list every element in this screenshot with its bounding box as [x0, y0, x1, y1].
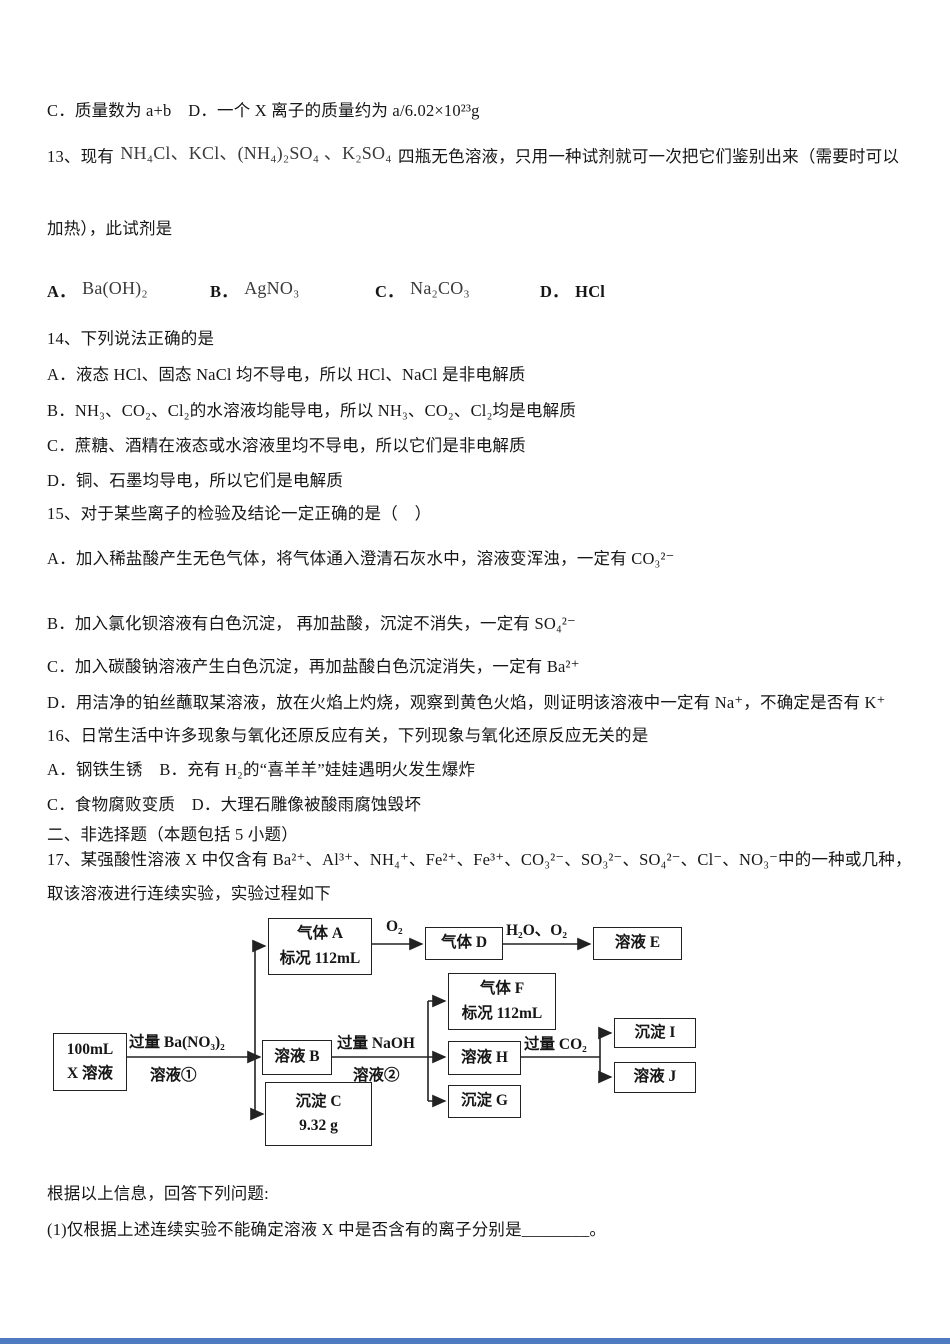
- q13-option-c-label: C．: [375, 282, 404, 301]
- flow-box-precipitate-c-line1: 沉淀 C: [295, 1092, 342, 1110]
- flow-box-gas-d-text: 气体 D: [440, 934, 488, 952]
- q16-options-ab: A．钢铁生锈 B．充有 H₂的“喜羊羊”娃娃遇明火发生爆炸: [47, 760, 476, 779]
- q13-option-d-formula: HCl: [575, 282, 606, 301]
- page-bottom-edge: [0, 1338, 950, 1344]
- flow-box-precipitate-i: 沉淀 I: [614, 1018, 696, 1048]
- flow-box-solution-j-text: 溶液 J: [633, 1068, 677, 1086]
- flow-arrow1-solution1-label: 溶液①: [150, 1067, 197, 1084]
- q13-option-a-formula: Ba(OH)₂: [82, 278, 148, 298]
- q13-option-a-label: A．: [47, 282, 76, 301]
- q15-stem: 15、对于某些离子的检验及结论一定正确的是（ ）: [47, 504, 432, 523]
- q14-option-a: A．液态 HCl、固态 NaCl 均不导电，所以 HCl、NaCl 是非电解质: [47, 365, 526, 384]
- flow-box-precipitate-c-line2: 9.32 g: [299, 1117, 338, 1134]
- flow-arrow2-naoh-label: 过量 NaOH: [337, 1035, 415, 1052]
- q16-stem: 16、日常生活中许多现象与氧化还原反应有关，下列现象与氧化还原反应无关的是: [47, 726, 649, 745]
- q17-stem: 17、某强酸性溶液 X 中仅含有 Ba²⁺、Al³⁺、NH₄⁺、Fe²⁺、Fe³…: [47, 850, 912, 903]
- flow-box-solution-e: 溶液 E: [593, 927, 682, 960]
- q13-stem-pre: 13、现有: [47, 147, 114, 166]
- q14-option-b: B．NH₃、CO₂、Cl₂的水溶液均能导电，所以 NH₃、CO₂、Cl₂均是电解…: [47, 401, 577, 420]
- flow-box-precipitate-g-text: 沉淀 G: [461, 1092, 508, 1110]
- q13-option-c: C． Na₂CO₃: [375, 278, 472, 302]
- q13-stem-line2: 加热），此试剂是: [47, 215, 172, 239]
- q15-option-b: B．加入氯化钡溶液有白色沉淀， 再加盐酸，沉淀不消失，一定有 SO₄²⁻: [47, 614, 576, 633]
- q13-stem-post: 四瓶无色溶液，只用一种试剂就可一次把它们鉴别出来（需要时可以: [398, 147, 900, 166]
- section2-title: 二、非选择题（本题包括 5 小题）: [47, 825, 298, 844]
- q14-option-d: D．铜、石墨均导电，所以它们是电解质: [47, 471, 344, 490]
- flow-box-solution-b: 溶液 B: [262, 1040, 332, 1075]
- flow-box-gas-a: 气体 A 标况 112mL: [268, 918, 372, 975]
- flow-h2o-o2-label: H₂O、O₂: [506, 922, 567, 939]
- flow-box-solution-h: 溶液 H: [448, 1041, 521, 1075]
- flow-box-gas-d: 气体 D: [425, 927, 503, 960]
- q16-options-cd: C．食物腐败变质 D．大理石雕像被酸雨腐蚀毁坏: [47, 795, 422, 814]
- q13-stem-line2-text: 加热），此试剂是: [47, 219, 173, 238]
- q13-option-b: B． AgNO₃: [210, 278, 302, 302]
- q13-option-d: D． HCl: [540, 278, 607, 302]
- flow-box-gas-f-line2: 标况 112mL: [461, 1004, 543, 1022]
- q14-option-c: C．蔗糖、酒精在液态或水溶液里均不导电，所以它们是非电解质: [47, 436, 526, 455]
- flow-arrow1-reagent-label: 过量 Ba(NO₃)₂: [129, 1034, 225, 1051]
- flow-box-x-line2: X 溶液: [66, 1065, 114, 1082]
- flow-box-x-line1: 100mL: [66, 1040, 114, 1058]
- flow-box-gas-f: 气体 F 标况 112mL: [448, 973, 556, 1030]
- q15-option-d: D．用洁净的铂丝蘸取某溶液，放在火焰上灼烧，观察到黄色火焰，则证明该溶液中一定有…: [47, 693, 886, 712]
- q13-stem-formulas: NH₄Cl、KCl、(NH₄)₂SO₄ 、K₂SO₄: [120, 143, 392, 163]
- q17-flowchart: 100mL X 溶液 过量 Ba(NO₃)₂ 溶液① 气体 A 标况 112mL…: [0, 905, 950, 1165]
- flow-box-solution-j: 溶液 J: [614, 1062, 696, 1093]
- flow-box-precipitate-c: 沉淀 C 9.32 g: [265, 1082, 372, 1146]
- flow-box-solution-b-text: 溶液 B: [274, 1048, 320, 1066]
- q15-option-c: C．加入碳酸钠溶液产生白色沉淀，再加盐酸白色沉淀消失，一定有 Ba²⁺: [47, 657, 580, 676]
- flow-arrow3-co2-label: 过量 CO₂: [524, 1036, 587, 1053]
- prev-options-text: C．质量数为 a+b D．一个 X 离子的质量约为 a/6.02×10²³g: [47, 101, 480, 120]
- flow-arrow2-solution2-label: 溶液②: [353, 1067, 400, 1084]
- q17-followup-intro: 根据以上信息，回答下列问题:: [47, 1184, 269, 1203]
- flow-box-precipitate-i-text: 沉淀 I: [634, 1023, 676, 1041]
- q13-option-c-formula: Na₂CO₃: [410, 278, 470, 298]
- q17-subquestion-1: (1)仅根据上述连续实验不能确定溶液 X 中是否含有的离子分别是________…: [47, 1220, 607, 1239]
- flow-box-precipitate-g: 沉淀 G: [448, 1085, 521, 1118]
- flowchart-connector-arrows: [127, 937, 613, 1121]
- prev-question-options: C．质量数为 a+b D．一个 X 离子的质量约为 a/6.02×10²³g: [47, 97, 480, 121]
- q13-option-d-label: D．: [540, 282, 569, 301]
- flow-box-gas-a-line1: 气体 A: [296, 925, 344, 943]
- flow-box-solution-e-text: 溶液 E: [614, 934, 661, 952]
- q13-option-b-label: B．: [210, 282, 238, 301]
- flow-box-solution-h-text: 溶液 H: [461, 1048, 508, 1066]
- flow-o2-label: O₂: [386, 918, 403, 935]
- flow-box-gas-a-line2: 标况 112mL: [279, 949, 361, 967]
- flow-box-gas-f-line1: 气体 F: [479, 980, 525, 998]
- q15-option-a: A．加入稀盐酸产生无色气体，将气体通入澄清石灰水中，溶液变浑浊，一定有 CO₃²…: [47, 549, 675, 568]
- q14-stem: 14、下列说法正确的是: [47, 329, 215, 348]
- q13-stem-line1: 13、现有 NH₄Cl、KCl、(NH₄)₂SO₄ 、K₂SO₄ 四瓶无色溶液，…: [47, 142, 899, 168]
- q13-option-b-formula: AgNO₃: [244, 278, 300, 298]
- flow-box-x-solution: 100mL X 溶液: [53, 1033, 127, 1091]
- q13-option-a: A． Ba(OH)₂: [47, 278, 150, 302]
